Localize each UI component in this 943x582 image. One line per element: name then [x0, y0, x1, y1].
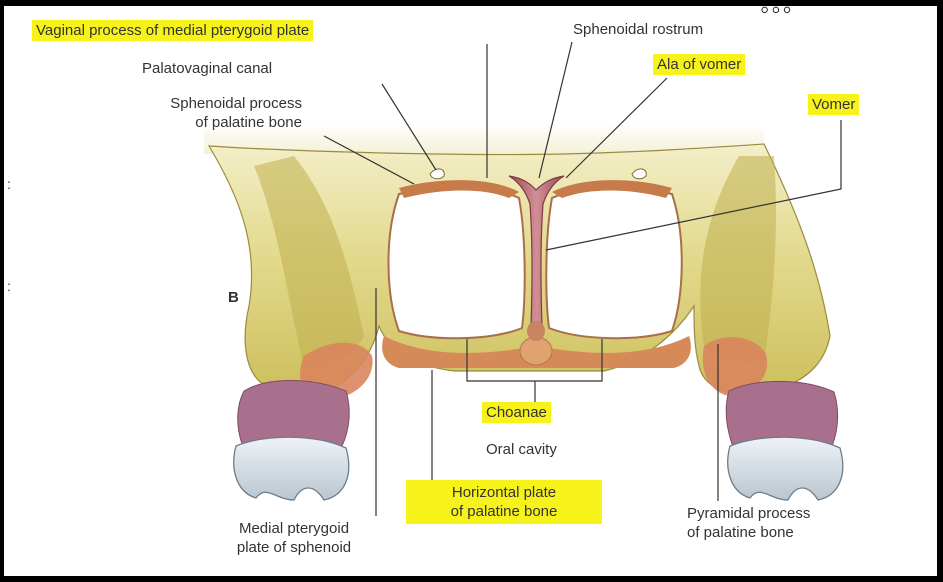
figure-frame: ◦◦◦ : : B Vaginal process of medial pter…: [4, 6, 937, 576]
label-sphenoidal-rostrum: Sphenoidal rostrum: [573, 20, 703, 39]
label-pyramidal-process: Pyramidal process of palatine bone: [687, 504, 887, 542]
label-horizontal-plate-line1: Horizontal plate: [406, 483, 602, 502]
left-choana: [388, 188, 524, 339]
figure-letter: B: [228, 289, 239, 306]
left-tooth: [234, 437, 349, 500]
label-pyramidal-process-line2: of palatine bone: [687, 523, 887, 542]
page-fragment: ◦◦◦: [760, 6, 794, 25]
label-horizontal-plate: Horizontal plate of palatine bone: [406, 480, 602, 524]
label-horizontal-plate-line2: of palatine bone: [406, 502, 602, 521]
label-choanae: Choanae: [482, 402, 551, 423]
label-vomer: Vomer: [808, 94, 859, 115]
label-ala-of-vomer: Ala of vomer: [653, 54, 745, 75]
margin-mark: :: [7, 176, 11, 192]
label-sphenoidal-process-line2: of palatine bone: [84, 113, 302, 132]
label-sphenoidal-process: Sphenoidal process of palatine bone: [84, 94, 302, 132]
label-medial-pterygoid: Medial pterygoid plate of sphenoid: [204, 519, 384, 557]
right-choana: [546, 188, 681, 339]
label-medial-pterygoid-line1: Medial pterygoid: [204, 519, 384, 538]
label-oral-cavity: Oral cavity: [486, 440, 557, 459]
label-sphenoidal-process-line1: Sphenoidal process: [84, 94, 302, 113]
margin-mark: :: [7, 278, 11, 294]
label-pyramidal-process-line1: Pyramidal process: [687, 504, 887, 523]
label-palatovaginal-canal: Palatovaginal canal: [142, 59, 272, 78]
label-medial-pterygoid-line2: plate of sphenoid: [204, 538, 384, 557]
right-tooth: [728, 437, 843, 500]
label-vaginal-process: Vaginal process of medial pterygoid plat…: [32, 20, 313, 41]
